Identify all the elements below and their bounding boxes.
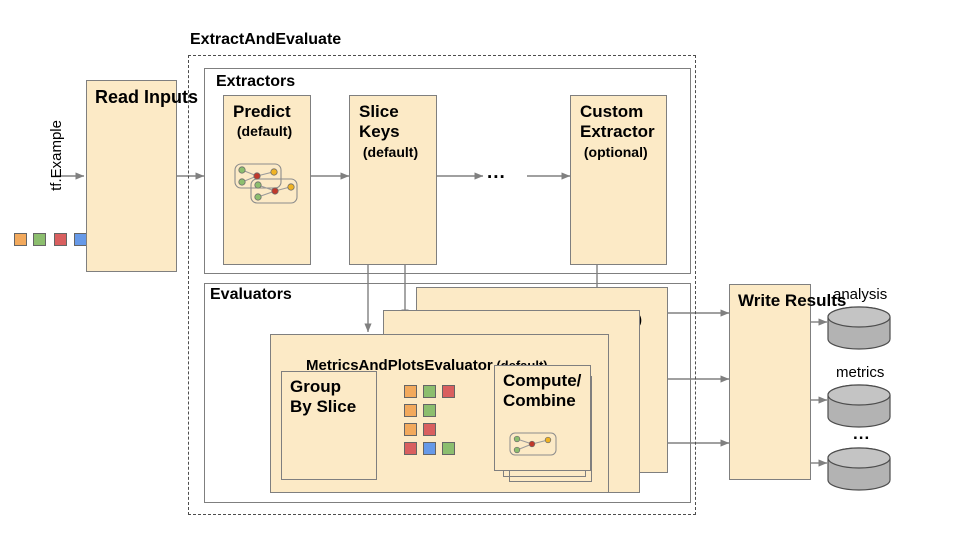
- model-graph-icon: [234, 163, 298, 204]
- other-datastore-icon[interactable]: [827, 447, 891, 491]
- slice-swatch: [442, 442, 455, 455]
- input-swatch: [14, 233, 27, 246]
- input-swatch: [33, 233, 46, 246]
- extractor-predict-box[interactable]: Predict (default): [223, 95, 311, 265]
- slice-swatch: [404, 385, 417, 398]
- write-results-box[interactable]: Write Results: [729, 284, 846, 480]
- extract-and-evaluate-title: ExtractAndEvaluate: [190, 31, 342, 48]
- output-analysis-label: analysis: [833, 286, 888, 303]
- slice-swatch: [442, 385, 455, 398]
- slice-swatch: [423, 385, 436, 398]
- extractors-label: Extractors: [216, 73, 296, 90]
- evaluators-container: [204, 283, 691, 503]
- extractor-predict-name: Predict: [233, 102, 291, 121]
- slice-swatch: [404, 423, 417, 436]
- write-results-label: Write Results: [738, 291, 847, 310]
- group-by-slice-label: Group By Slice: [290, 377, 357, 417]
- slice-swatch: [423, 404, 436, 417]
- evaluators-label: Evaluators: [210, 286, 292, 303]
- input-swatch: [54, 233, 67, 246]
- input-label: tf.Example: [48, 120, 66, 191]
- input-label-text: tf.Example: [48, 120, 65, 191]
- extract-and-evaluate-container: [188, 55, 696, 515]
- compute-combine-box[interactable]: Compute/ Combine: [494, 365, 591, 471]
- read-inputs-box[interactable]: Read Inputs: [86, 80, 198, 272]
- output-metrics-label: metrics: [836, 364, 885, 381]
- slice-swatch: [423, 423, 436, 436]
- slice-swatch: [404, 442, 417, 455]
- metrics-datastore-icon[interactable]: [827, 384, 891, 428]
- evaluator-metrics-name: MetricsAndPlotsEvaluator: [306, 356, 493, 374]
- extractors-container: [204, 68, 691, 274]
- extractor-slice-keys-box[interactable]: Slice Keys (default): [349, 95, 437, 265]
- group-by-slice-box[interactable]: Group By Slice: [281, 371, 377, 480]
- slice-swatch: [423, 442, 436, 455]
- extractors-ellipsis: ...: [487, 162, 506, 183]
- compute-graph-icon: [509, 432, 557, 456]
- extractor-custom-box[interactable]: Custom Extractor (optional): [570, 95, 667, 265]
- output-other-label: ...: [853, 424, 871, 443]
- analysis-datastore-icon[interactable]: [827, 306, 891, 350]
- extractor-slice-keys-name: Slice Keys: [359, 102, 400, 142]
- extractor-custom-qualifier: (optional): [580, 144, 648, 160]
- slice-swatch: [404, 404, 417, 417]
- compute-combine-label: Compute/ Combine: [503, 371, 582, 411]
- extractor-predict-qualifier: (default): [233, 123, 293, 139]
- extractor-slice-keys-qualifier: (default): [359, 144, 419, 160]
- extractor-custom-name: Custom Extractor: [580, 102, 655, 142]
- read-inputs-label: Read Inputs: [95, 87, 199, 107]
